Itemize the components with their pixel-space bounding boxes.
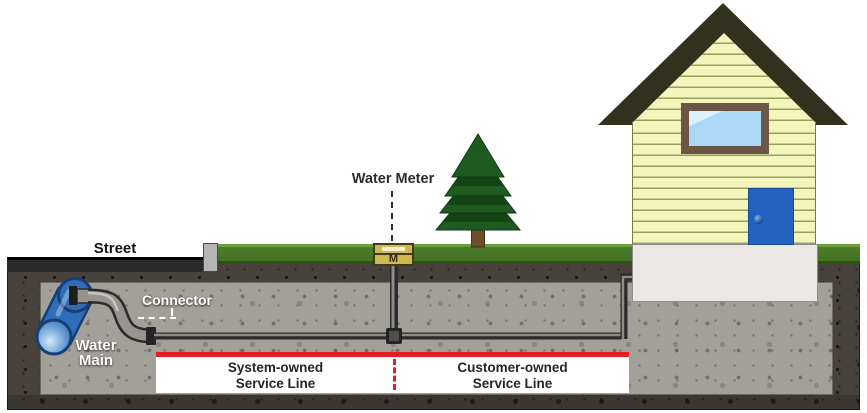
curb-block [203,243,218,272]
meter-lid-stripe [382,247,405,251]
customer-owned-label: Customer-owned Service Line [396,360,629,392]
meter-symbol: M [388,253,399,265]
system-owned-label: System-owned Service Line [156,360,395,392]
house-window [681,103,769,154]
water-meter-box: M [373,243,414,266]
system-owned-line1: System-owned [227,360,324,375]
customer-owned-line1: Customer-owned [457,360,568,375]
tree [434,133,522,248]
meter-lid-divider [375,253,412,255]
service-line-label-band: System-owned Service Line Customer-owned… [156,357,629,393]
house-foundation [632,244,818,302]
water-main-line2: Main [78,352,114,369]
connector-label: Connector [142,292,212,308]
water-main-line1: Water [75,337,117,354]
water-meter-label: Water Meter [351,171,435,187]
ownership-divider-dashed [393,359,396,390]
ownership-boundary-line [156,352,629,357]
water-meter-leader-line [391,191,393,241]
connector-leader-horizontal [138,317,176,319]
customer-owned-line2: Service Line [472,375,553,391]
water-main-label: Water Main [52,338,140,368]
street-pavement [7,257,203,272]
connector-leader-vertical [171,308,173,316]
house-door [748,188,794,245]
street-label: Street [93,240,137,257]
soil-bottom-strip [7,395,860,410]
door-knob [754,215,763,224]
system-owned-line2: Service Line [235,375,316,391]
